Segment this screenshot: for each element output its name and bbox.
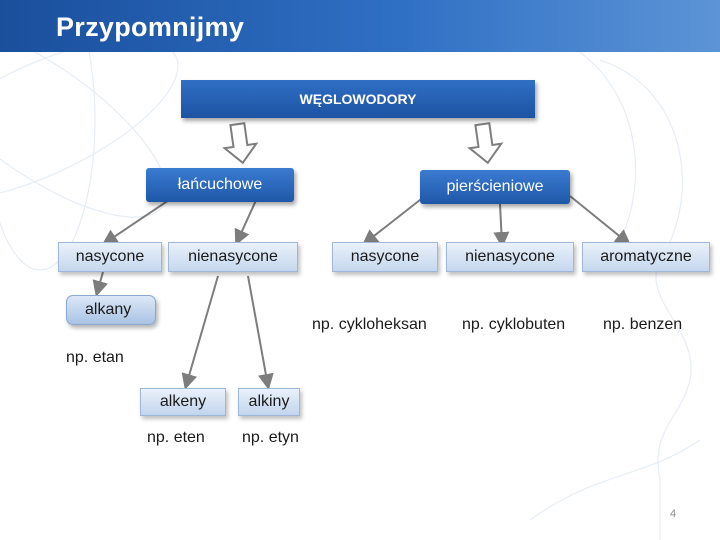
connector-alkenes xyxy=(181,275,219,390)
alkynes-example: np. etyn xyxy=(242,429,299,446)
alkenes-box: alkeny xyxy=(140,388,226,416)
root-hydrocarbons-label: WĘGLOWODORY xyxy=(299,91,417,107)
connector-ring-unsaturated xyxy=(493,203,510,248)
connector-chain-saturated xyxy=(101,195,176,246)
ring-unsaturated-label: nienasycone xyxy=(465,248,555,265)
cyclohexane-example: np. cykloheksan xyxy=(312,316,427,333)
alkanes-label: alkany xyxy=(85,301,132,318)
alkenes-label: alkeny xyxy=(159,393,207,410)
alkanes-example: np. etan xyxy=(66,349,124,366)
connector-ring-aromatic xyxy=(569,195,632,246)
connector-chain-unsaturated xyxy=(234,195,259,246)
chain-category-box: łańcuchowe xyxy=(146,168,294,202)
ring-category-box: pierścieniowe xyxy=(420,170,570,204)
chain-unsaturated-box: nienasycone xyxy=(168,242,298,272)
alkynes-box: alkiny xyxy=(238,388,300,416)
ring-saturated-label: nasycone xyxy=(350,248,420,265)
chain-saturated-box: nasycone xyxy=(58,242,162,272)
ring-category-label: pierścieniowe xyxy=(446,178,544,195)
connector-alkynes xyxy=(247,275,274,390)
hollow-arrow-left xyxy=(222,122,259,165)
slide-title: Przypomnijmy xyxy=(56,12,245,42)
hollow-arrow-right xyxy=(467,122,504,165)
chain-unsaturated-label: nienasycone xyxy=(188,248,278,265)
root-hydrocarbons-box: WĘGLOWODORY xyxy=(181,80,535,118)
ring-aromatic-box: aromatyczne xyxy=(582,242,710,272)
ring-saturated-box: nasycone xyxy=(332,242,438,272)
benzene-example: np. benzen xyxy=(603,316,683,333)
ring-unsaturated-box: nienasycone xyxy=(446,242,574,272)
chain-category-label: łańcuchowe xyxy=(177,176,263,193)
alkenes-example: np. eten xyxy=(147,429,205,446)
connector-ring-saturated xyxy=(361,195,426,246)
alkynes-label: alkiny xyxy=(248,393,290,410)
cyclobutene-example: np. cyklobuten xyxy=(462,316,566,333)
chain-saturated-label: nasycone xyxy=(75,248,145,265)
connector-alkanes xyxy=(92,271,108,297)
ring-aromatic-label: aromatyczne xyxy=(600,248,692,265)
alkanes-box: alkany xyxy=(66,295,156,325)
page-number: 4 xyxy=(670,508,677,520)
title-bar: Przypomnijmy xyxy=(0,0,720,52)
